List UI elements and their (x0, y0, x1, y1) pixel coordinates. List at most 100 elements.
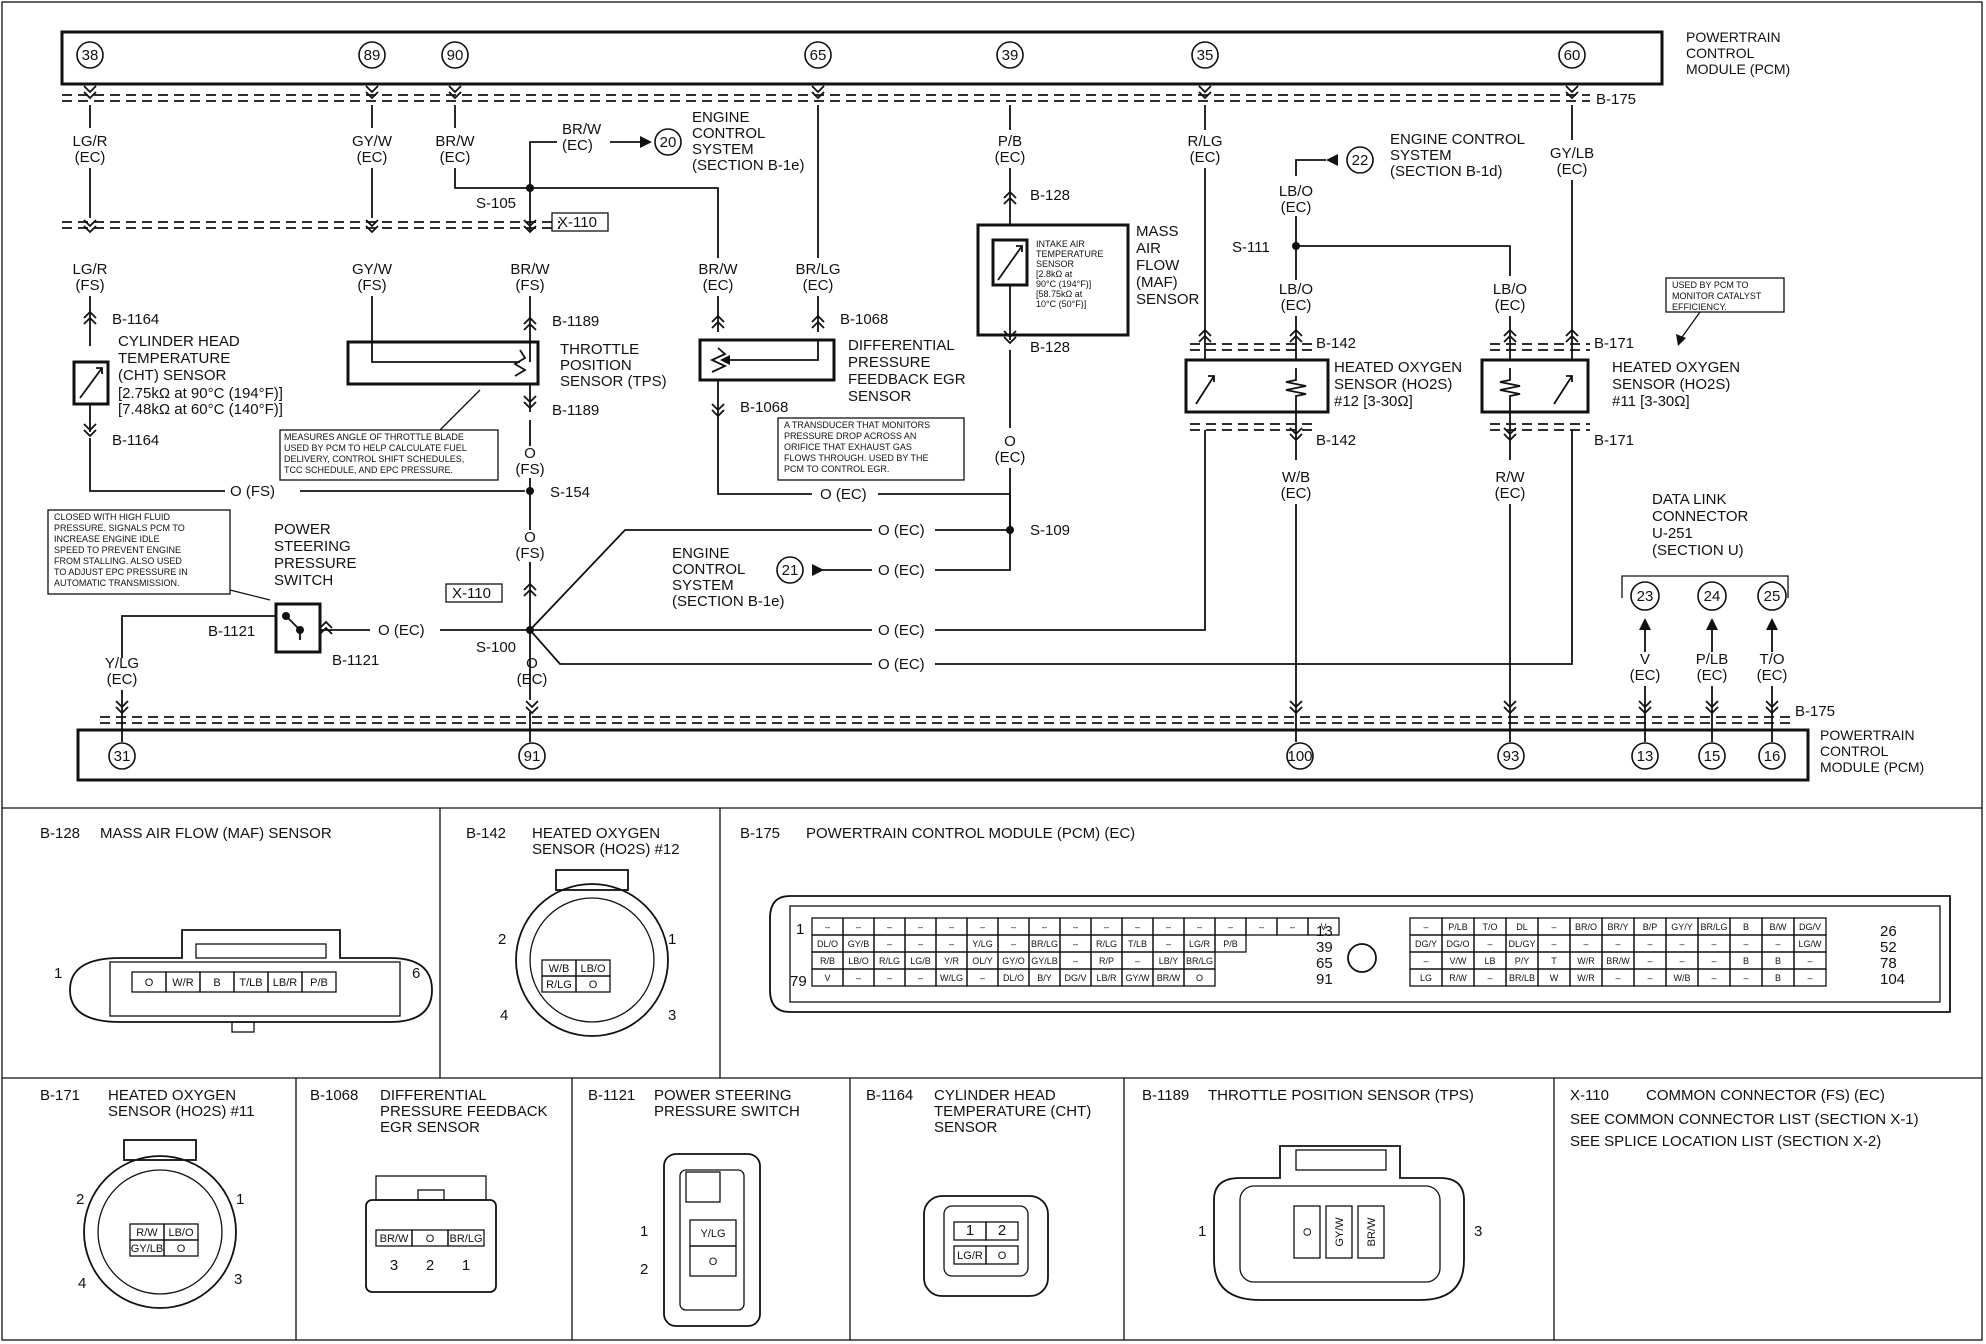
x110-box-b (445, 583, 503, 603)
panel-b175-title: POWERTRAIN CONTROL MODULE (PCM) (EC) (806, 825, 1135, 842)
panel-b1164-id: B-1164 (866, 1087, 913, 1104)
b175-r-2-11: B (1775, 956, 1781, 966)
pcm-top-pin-89-label: 89 (364, 47, 381, 64)
b175-l-3-9: LB/R (1096, 973, 1117, 983)
panel-b175-id: B-175 (740, 825, 780, 842)
pcm-top-pin-90-label: 90 (447, 47, 464, 64)
w-gyw-fs: GY/W (352, 261, 393, 278)
b1068-n2: 1 (462, 1257, 470, 1274)
b175-mid-2: 65 (1316, 955, 1333, 972)
b1189-cell-2 (1357, 1205, 1385, 1259)
s111-label: S-111 (1232, 239, 1270, 256)
b1068-b: B-1068 (740, 399, 788, 416)
b142-a: B-142 (1316, 335, 1356, 352)
w-lbo-2b: (EC) (1281, 297, 1312, 314)
b128-text-1: W/R (172, 977, 193, 989)
w-brw-fs2: (FS) (515, 277, 544, 294)
pcm-top-pin-60 (1558, 41, 1586, 69)
w-brw-ec2: (EC) (440, 149, 471, 166)
b175-r-1-0: DG/Y (1415, 939, 1437, 949)
b171-r2-text-0: GY/LB (131, 1243, 163, 1255)
b175-r-0-0: – (1423, 922, 1428, 932)
b175-l-0-13: – (1228, 922, 1233, 932)
b175-top-label: B-175 (1596, 91, 1636, 108)
b1121-a: B-1121 (208, 623, 255, 640)
b175-l-1-4: – (949, 939, 954, 949)
b175-r-2-8: – (1679, 956, 1684, 966)
b175-l-0-8: – (1073, 922, 1078, 932)
b175-l-3-5: – (980, 973, 985, 983)
b128-a: B-128 (1030, 187, 1070, 204)
b1189-n3: 3 (1474, 1223, 1482, 1240)
w-o-ec-3: O (EC) (878, 622, 925, 639)
w-dlc-2a: T/O (1760, 651, 1785, 668)
b175-r-1-3: DL/GY (1508, 939, 1535, 949)
b142-b: B-142 (1316, 432, 1356, 449)
b175-l-2-10: – (1135, 956, 1140, 966)
b175-l-2-11: LB/Y (1159, 956, 1179, 966)
s105-label: S-105 (476, 195, 516, 212)
b142-r1-text-1: LB/O (580, 963, 606, 975)
b175-r-3-2: – (1487, 973, 1492, 983)
panel-b171-id: B-171 (40, 1087, 80, 1104)
dlc-pin-23 (1630, 581, 1660, 611)
b175-l-0-15: – (1290, 922, 1295, 932)
b142-n1: 1 (668, 931, 676, 948)
w-brw-ec3b: (EC) (562, 137, 593, 154)
w-gyw-ec: GY/W (352, 133, 393, 150)
b175-r-2-2: LB (1484, 956, 1495, 966)
w-gyw-fs2: (FS) (357, 277, 386, 294)
b142-n4: 4 (500, 1007, 508, 1024)
w-gyw-ec2: (EC) (357, 149, 388, 166)
b175-r-0-8: GY/Y (1671, 922, 1693, 932)
tps-sensor-symbol (346, 340, 540, 386)
b175-l-1-2: – (887, 939, 892, 949)
b1121-housing (663, 1153, 761, 1327)
tps-l3: SENSOR (TPS) (560, 373, 667, 390)
b175-n1: 1 (796, 921, 804, 938)
b175-r-0-7: B/P (1643, 922, 1658, 932)
w-rw-b: (EC) (1495, 485, 1526, 502)
ref-20 (654, 128, 682, 156)
b175-l-0-10: – (1135, 922, 1140, 932)
b171-b: B-171 (1594, 432, 1634, 449)
w-o-fs3a: O (524, 529, 536, 546)
b175-r-0-11: B/W (1770, 922, 1788, 932)
b128-text-0: O (145, 977, 154, 989)
x110-a: X-110 (558, 214, 597, 231)
b1189-cell-0 (1293, 1205, 1321, 1259)
b175-l-1-13: P/B (1223, 939, 1238, 949)
w-lbo-3a: LB/O (1493, 281, 1527, 298)
x110-box-a (551, 212, 609, 232)
w-o-maf-b: (EC) (995, 449, 1026, 466)
dlc-pin-23-label: 23 (1637, 588, 1654, 605)
b175-l-0-5: – (980, 922, 985, 932)
b175-l-0-14: – (1259, 922, 1264, 932)
pcm-bottom-pin-91-label: 91 (524, 748, 541, 765)
b1068-cell-2 (447, 1229, 485, 1247)
w-lbo-3b: (EC) (1495, 297, 1526, 314)
b175-l-0-11: – (1166, 922, 1171, 932)
b175-right-3: 104 (1880, 971, 1905, 988)
w-rlg-b: (EC) (1190, 149, 1221, 166)
w-o-fs1: O (FS) (230, 483, 275, 500)
b175-l-3-7: B/Y (1037, 973, 1052, 983)
pcm-bottom-pin-15-label: 15 (1704, 748, 1721, 765)
b175-r-3-9: – (1711, 973, 1716, 983)
b175-r-3-1: R/W (1449, 973, 1467, 983)
b175-r-3-0: LG (1420, 973, 1432, 983)
b128-text-5: P/B (310, 977, 328, 989)
b175-r-1-12: LG/W (1798, 939, 1822, 949)
b1121-n2: 2 (640, 1261, 648, 1278)
